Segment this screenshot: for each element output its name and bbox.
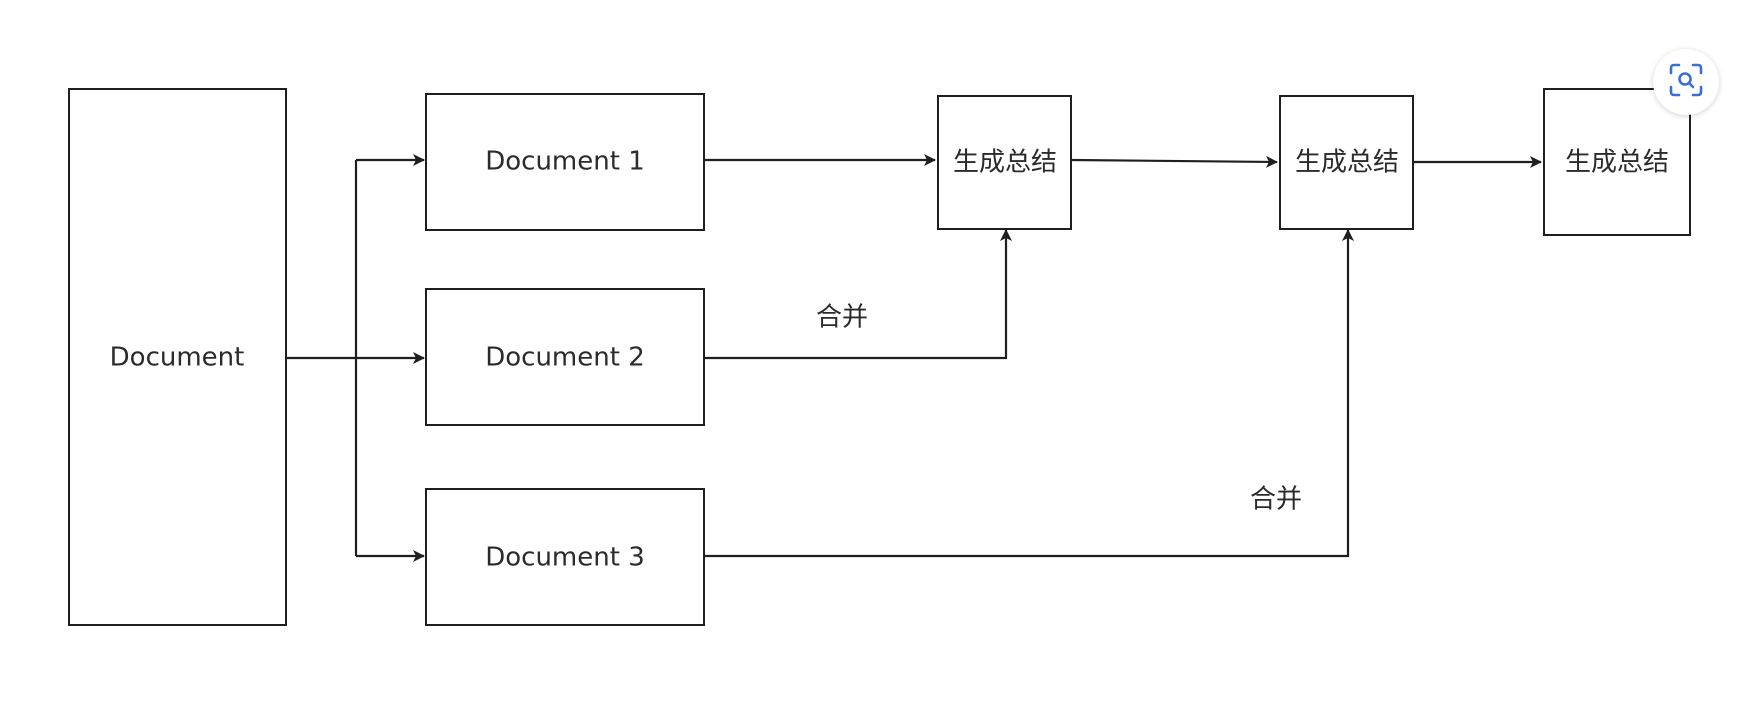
node-document-2-label: Document 2 (485, 343, 645, 373)
node-summary-3-label: 生成总结 (1565, 148, 1669, 178)
node-source-document[interactable]: Document (68, 88, 287, 626)
node-source-label: Document (110, 343, 245, 373)
edge-doc3-to-summary2 (704, 229, 1354, 558)
node-document-1[interactable]: Document 1 (425, 93, 705, 231)
visual-search-button[interactable] (1653, 49, 1719, 115)
node-document-3[interactable]: Document 3 (425, 488, 705, 626)
edge-doc2-to-summary1 (704, 229, 1012, 360)
node-summary-2[interactable]: 生成总结 (1279, 95, 1414, 230)
node-document-1-label: Document 1 (485, 147, 645, 177)
node-summary-2-label: 生成总结 (1295, 148, 1399, 178)
node-summary-3[interactable]: 生成总结 (1543, 88, 1691, 236)
edge-label-merge-doc3: 合并 (1250, 485, 1302, 515)
edge-summary1-to-summary2 (1070, 155, 1278, 168)
node-document-2[interactable]: Document 2 (425, 288, 705, 426)
edges (286, 154, 1542, 562)
edge-label-merge-doc2: 合并 (816, 303, 868, 333)
node-summary-1[interactable]: 生成总结 (937, 95, 1072, 230)
node-document-3-label: Document 3 (485, 543, 645, 573)
node-summary-1-label: 生成总结 (953, 148, 1057, 178)
visual-search-icon (1668, 62, 1704, 102)
